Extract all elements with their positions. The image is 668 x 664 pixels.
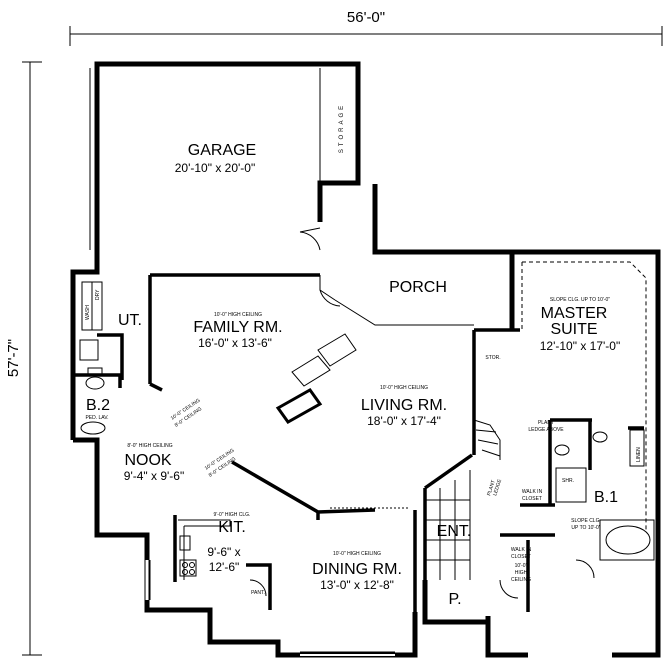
living-size: 18'-0" x 17'-4"	[367, 414, 441, 428]
walkin-closet-2a: WALK IN	[511, 547, 532, 553]
kitchen-size-1: 9'-6" x	[207, 545, 240, 559]
walkin-closet-1b: CLOSET	[522, 496, 542, 502]
dining-size: 13'-0" x 12'-8"	[320, 578, 394, 592]
family-label: FAMILY RM.	[193, 319, 282, 336]
bath1-label: B.1	[594, 489, 618, 506]
kitchen-size-2: 12'-6"	[209, 560, 240, 574]
nook-size: 9'-4" x 9'-6"	[124, 469, 184, 483]
utility-label: UT.	[118, 312, 142, 329]
kitchen-ceiling-note: 9'-0" HIGH CLG.	[214, 512, 251, 518]
master-size: 12'-10" x 17'-0"	[540, 339, 620, 353]
porch-label: PORCH	[389, 279, 447, 296]
family-size: 16'-0" x 13'-6"	[198, 336, 272, 350]
bath2-label: B.2	[86, 397, 110, 414]
pantry-label: PANT.	[251, 590, 265, 596]
wash-label: WASH	[85, 305, 91, 320]
room-labels: GARAGE 20'-10" x 20'-0" STORAGE PORCH UT…	[85, 103, 642, 608]
plant-above-1: PLANT	[538, 420, 554, 426]
entry-label: ENT.	[437, 523, 472, 540]
porch-small-label: P.	[448, 591, 461, 608]
nook-label: NOOK	[124, 452, 171, 469]
garage-label: GARAGE	[188, 142, 256, 159]
family-ceiling-note: 10'-0" HIGH CEILING	[214, 312, 262, 318]
stor-label: STOR.	[485, 355, 500, 361]
walkin-closet-2d: HIGH	[515, 570, 528, 576]
depth-dimension: 57'-7"	[5, 339, 22, 377]
dry-label: DRY	[95, 289, 101, 300]
living-ceiling-note: 10'-0" HIGH CEILING	[380, 385, 428, 391]
interior-walls	[73, 273, 644, 612]
walkin-closet-2c: 10'-0"	[515, 563, 528, 569]
width-dimension: 56'-0"	[347, 9, 385, 26]
plant-above-2: LEDGE ABOVE	[528, 427, 564, 433]
walkin-closet-2b: CLOSET	[511, 554, 531, 560]
linen-label: LINEN	[636, 447, 642, 462]
master-ceiling-note: SLOPE CLG. UP TO 10'-0"	[550, 297, 610, 303]
storage-label: STORAGE	[339, 103, 345, 153]
dining-ceiling-note: 10'-0" HIGH CEILING	[333, 551, 381, 557]
fixtures	[79, 68, 655, 656]
master-label-1: MASTER	[541, 305, 608, 322]
exterior-walls	[70, 61, 661, 658]
shower-label: SHR.	[562, 478, 574, 484]
dimension-lines	[22, 26, 663, 656]
living-label: LIVING RM.	[361, 397, 447, 414]
bath1-note-1: SLOPE CLG.	[571, 518, 601, 524]
dining-label: DINING RM.	[312, 561, 402, 578]
ped-lav-label: PED. LAV.	[85, 415, 108, 421]
walkin-closet-2e: CEILING	[511, 577, 531, 583]
master-label-2: SUITE	[550, 321, 597, 338]
kitchen-label: KIT.	[218, 519, 246, 536]
plant-ledge-1: PLANT	[486, 479, 497, 496]
plant-ledge-2: LEDGE	[492, 478, 503, 497]
bath1-note-2: UP TO 10'-0"	[571, 525, 600, 531]
walkin-closet-1a: WALK IN	[522, 489, 543, 495]
garage-size: 20'-10" x 20'-0"	[175, 161, 255, 175]
nook-ceiling-note: 8'-0" HIGH CEILING	[127, 443, 172, 449]
